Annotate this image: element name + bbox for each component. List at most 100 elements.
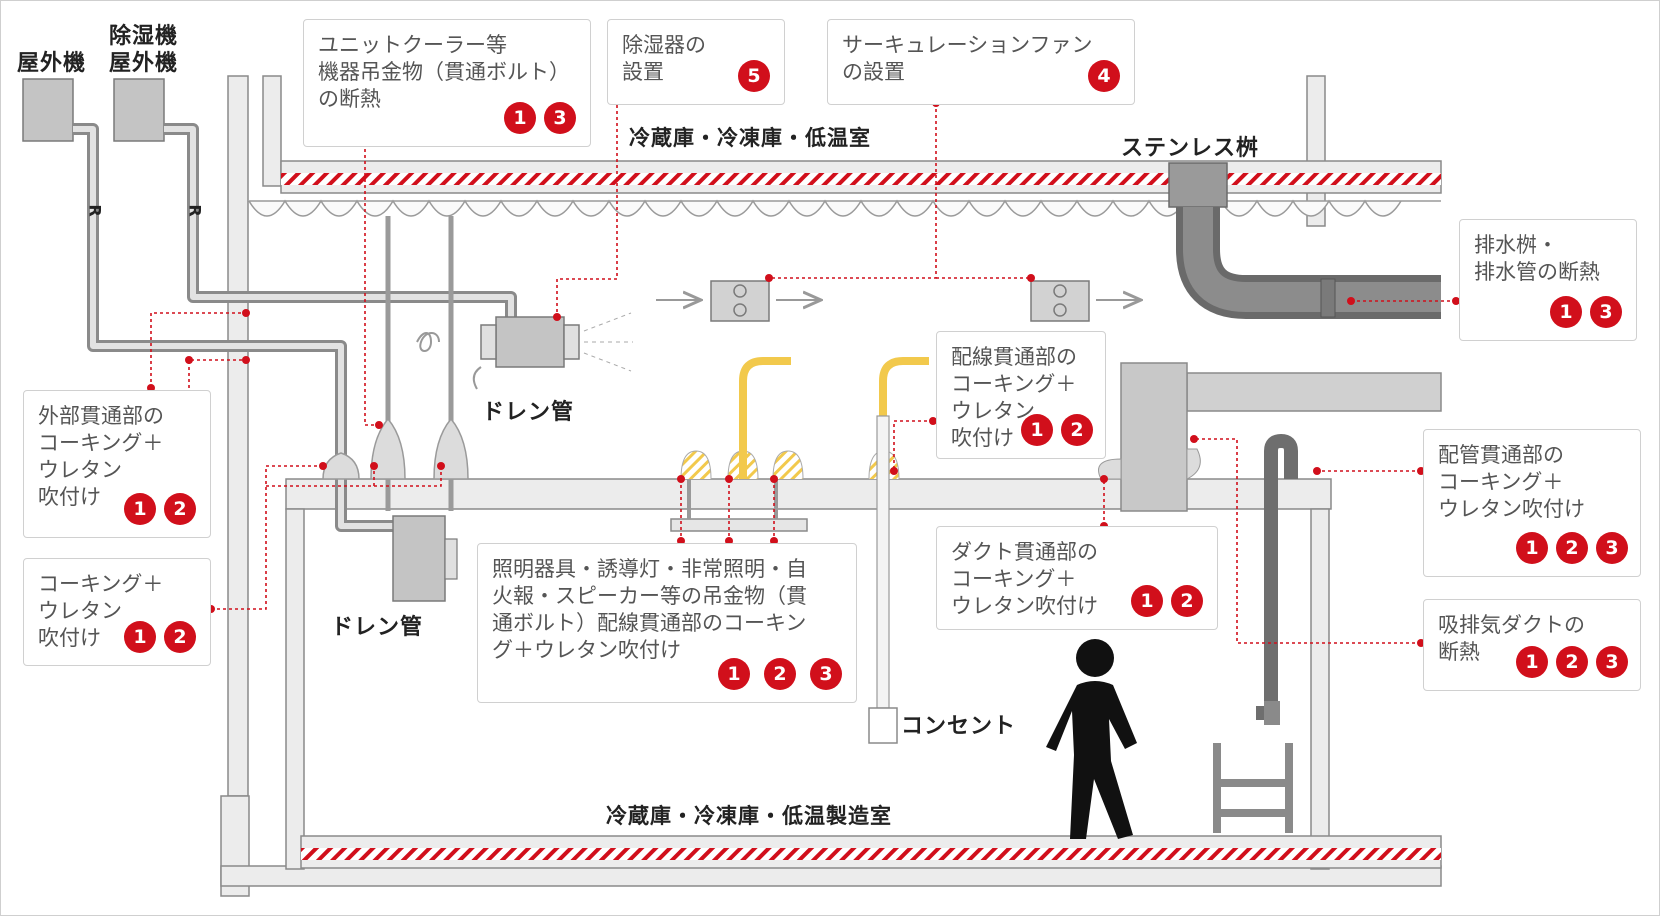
callout-line: 吹付け <box>38 485 101 509</box>
num-badge: 3 <box>544 102 576 134</box>
wiring-conduit-1 <box>739 357 791 479</box>
outlet-conduit <box>876 415 890 709</box>
callout-line: 照明器具・誘導灯・非常照明・自 <box>492 557 807 581</box>
callout-line: 吸排気ダクトの <box>1438 613 1585 637</box>
callout-line: の設置 <box>842 60 905 84</box>
callout-line: 通ボルト）配線貫通部のコーキン <box>492 611 807 635</box>
circulation-fan-2 <box>1030 280 1090 322</box>
num-badge: 2 <box>164 621 196 653</box>
callout-line: 配管貫通部の <box>1438 443 1564 467</box>
dehumidifier <box>472 312 633 390</box>
num-badge: 1 <box>718 658 750 690</box>
callout-line: 排水桝・ <box>1474 233 1558 257</box>
callout-line: 設置 <box>622 60 664 84</box>
callout-line: 火報・スピーカー等の吊金物（貫 <box>492 584 807 608</box>
num-badge: 1 <box>504 102 536 134</box>
callout-line: 外部貫通部の <box>38 404 164 428</box>
num-badge: 1 <box>124 621 156 653</box>
callout-line: 吹付け <box>38 626 101 650</box>
num-badge: 1 <box>1131 585 1163 617</box>
callout-line: 排水管の断熱 <box>1474 260 1600 284</box>
lighting-fixture <box>670 450 808 532</box>
callout-line: ユニットクーラー等 <box>318 33 507 57</box>
num-badge: 2 <box>764 658 796 690</box>
drain-pipe-label-1: ドレン管 <box>482 400 575 425</box>
refrigerant-label-2: R <box>185 204 205 217</box>
callout-line: サーキュレーションファン <box>842 33 1093 57</box>
callout-line: の断熱 <box>318 87 381 111</box>
circulation-fan-1 <box>710 280 770 322</box>
stainless-basin-label: ステンレス桝 <box>1121 136 1260 161</box>
num-badge: 2 <box>1556 646 1588 678</box>
refrigerant-pipe-dehumid <box>164 123 517 317</box>
callout-line: コーキング＋ <box>1438 470 1564 494</box>
vertical-pipe <box>1256 433 1298 720</box>
num-badge: 2 <box>1061 414 1093 446</box>
num-badge: 4 <box>1088 60 1120 92</box>
callout-line: ウレタン <box>38 599 122 623</box>
exhaust-duct <box>1098 362 1442 512</box>
floor-insulation <box>301 848 1441 860</box>
unit-cooler <box>392 515 446 602</box>
num-badge: 1 <box>124 493 156 525</box>
callout-line: ウレタン吹付け <box>951 594 1098 618</box>
outlet-box <box>868 707 898 744</box>
callout-line: 吹付け <box>951 426 1014 450</box>
callout-line: 機器吊金物（貫通ボルト） <box>318 60 570 84</box>
callout-line: コーキング＋ <box>38 431 164 455</box>
num-badge: 2 <box>164 493 196 525</box>
stainless-basin <box>1168 162 1228 208</box>
wiring-conduit-2 <box>879 357 929 479</box>
callout-line: ダクト貫通部の <box>951 540 1098 564</box>
callout-circulation-fan: サーキュレーションファン の設置 4 <box>827 19 1135 105</box>
num-badge: 2 <box>1556 532 1588 564</box>
outdoor-unit-label: 屋外機 <box>17 51 87 76</box>
callout-line: コーキング＋ <box>951 372 1077 396</box>
drain-pipe-label-2: ドレン管 <box>331 615 424 640</box>
num-badge: 3 <box>1596 532 1628 564</box>
callout-lighting: 照明器具・誘導灯・非常照明・自 火報・スピーカー等の吊金物（貫 通ボルト）配線貫… <box>477 543 857 703</box>
callout-line: グ＋ウレタン吹付け <box>492 638 681 662</box>
coil-symbol <box>416 332 440 352</box>
num-badge: 1 <box>1516 646 1548 678</box>
num-badge: 1 <box>1516 532 1548 564</box>
dehumid-outdoor-unit-box <box>113 78 165 142</box>
num-badge: 2 <box>1171 585 1203 617</box>
outdoor-unit-box <box>22 78 74 142</box>
callout-line: コーキング＋ <box>38 572 164 596</box>
callout-line: ウレタン <box>951 399 1035 423</box>
outlet-label: コンセント <box>901 714 1017 739</box>
num-badge: 1 <box>1021 414 1053 446</box>
leader-lines <box>150 99 1456 644</box>
ceiling-insulation <box>281 173 1441 185</box>
faucet <box>1264 701 1280 725</box>
drain-flange <box>1320 278 1336 318</box>
num-badge: 1 <box>1550 296 1582 328</box>
num-badge: 3 <box>1596 646 1628 678</box>
ceiling-urethane-scallop <box>248 199 1402 217</box>
dehumid-outdoor-label-2: 屋外機 <box>109 51 179 76</box>
num-badge: 5 <box>738 60 770 92</box>
dehumid-outdoor-label-1: 除湿機 <box>109 24 179 49</box>
callout-line: 除湿器の <box>622 33 706 57</box>
num-badge: 3 <box>810 658 842 690</box>
person-figure <box>1046 639 1137 839</box>
callout-line: 断熱 <box>1438 640 1480 664</box>
callout-line: ウレタン <box>38 458 122 482</box>
callout-line: 配線貫通部の <box>951 345 1077 369</box>
room-label-upper: 冷蔵庫・冷凍庫・低温室 <box>629 126 871 150</box>
num-badge: 3 <box>1590 296 1622 328</box>
callout-line: コーキング＋ <box>951 567 1077 591</box>
unit-cooler-fin <box>444 538 458 580</box>
callout-line: ウレタン吹付け <box>1438 497 1585 521</box>
